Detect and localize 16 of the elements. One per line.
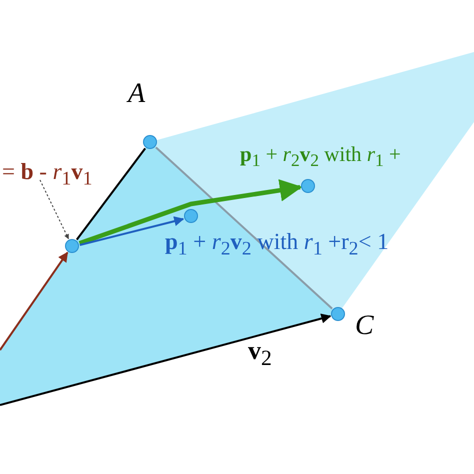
formula-label: p$_{1}$ +r$_{2}$v$_{2}$ with r$_{1}$ +r$_{2}$< 1 xyxy=(165,230,389,259)
point-marker xyxy=(143,135,157,149)
arrow xyxy=(0,314,332,406)
point-marker xyxy=(331,307,345,321)
line xyxy=(155,146,333,310)
arrow xyxy=(78,179,302,246)
vertex-label: A xyxy=(128,80,146,108)
vector-label: v$_{2}$ xyxy=(248,338,272,370)
formula-label: = b - r$_{1}$v$_{1}$ xyxy=(2,160,92,189)
vertex-label: C xyxy=(355,312,374,340)
formula-label: p$_{1}$ + r$_{2}$v$_{2}$ with r$_{1}$ + xyxy=(240,144,401,170)
leader-line xyxy=(40,180,69,240)
arrow xyxy=(80,216,184,246)
point-marker xyxy=(65,239,79,253)
line xyxy=(76,148,146,240)
arrow xyxy=(0,252,68,351)
